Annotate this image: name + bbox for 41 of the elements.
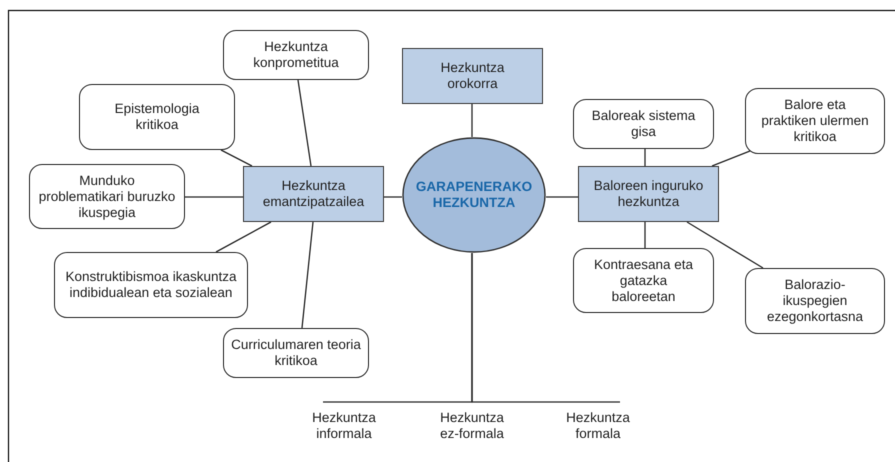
node-label: GARAPENERAKO HEZKUNTZA — [414, 179, 534, 211]
subtopic-box — [745, 268, 885, 334]
subtopic-box — [29, 164, 185, 229]
category-label: Hezkuntza informala — [311, 410, 377, 442]
connector-line — [686, 221, 764, 269]
subtopic-box — [745, 88, 885, 154]
subtopic-box — [223, 30, 369, 80]
connector-line — [216, 221, 272, 253]
connector-line — [301, 222, 314, 328]
connector-line — [297, 80, 312, 166]
node-label: Munduko problematikari buruzko ikuspegia — [38, 172, 176, 220]
connector-line — [546, 196, 578, 198]
subtopic-box — [54, 252, 248, 318]
topic-box — [402, 48, 543, 104]
node-label: Konstruktibismoa ikaskuntza indibidualean eta sozialean — [64, 269, 238, 301]
node-label: Balorazio-ikuspegien ezegonkortasna — [766, 277, 864, 325]
connector-line — [712, 150, 750, 167]
node-label: Hezkuntza emantzipatzailea — [262, 178, 366, 210]
connector-line — [185, 196, 243, 198]
node-label: Hezkuntza konprometitua — [252, 39, 340, 71]
connector-line — [644, 149, 646, 166]
subtopic-box — [573, 99, 714, 149]
node-label: Kontraesana eta gatazka baloreetan — [594, 256, 694, 304]
connector-line — [220, 149, 252, 167]
node-label: Epistemologia kritikoa — [114, 101, 200, 133]
node-label: Baloreen inguruko hezkuntza — [592, 178, 704, 210]
category-label: Hezkuntza ez-formala — [439, 410, 505, 442]
topic-box — [243, 166, 384, 222]
connector-line — [644, 222, 646, 248]
subtopic-box — [79, 84, 235, 150]
subtopic-box — [573, 248, 714, 313]
node-label: Curriculumaren teoria kritikoa — [231, 337, 361, 369]
node-label: Hezkuntza orokorra — [440, 60, 506, 92]
node-label: Balore eta praktiken ulermen kritikoa — [760, 97, 870, 145]
connector-line — [471, 104, 473, 137]
node-label: Baloreak sistema gisa — [590, 108, 696, 140]
category-label: Hezkuntza formala — [565, 410, 631, 442]
subtopic-box — [223, 328, 369, 378]
topic-box — [578, 166, 719, 222]
connector-line — [384, 196, 402, 198]
connector-line — [471, 253, 620, 403]
